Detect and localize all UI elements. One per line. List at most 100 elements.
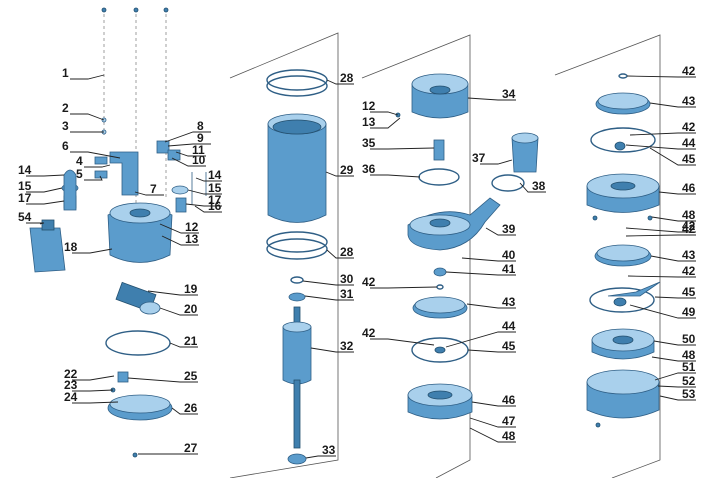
callout-number: 7 xyxy=(150,182,157,196)
callout-number: 44 xyxy=(502,319,516,333)
callout-leader xyxy=(370,147,435,150)
callout-leader xyxy=(134,191,164,196)
callout-leader xyxy=(169,342,198,348)
callout-leader xyxy=(625,144,696,150)
callout-number: 8 xyxy=(197,119,204,133)
callout-leader xyxy=(466,303,516,309)
callout-leader xyxy=(471,401,516,407)
callout-leader xyxy=(159,307,198,316)
callout-leader xyxy=(625,227,696,233)
callout-leader xyxy=(171,407,198,415)
callout-leader xyxy=(651,216,696,222)
callout-leader xyxy=(26,187,63,193)
callout-number: 42 xyxy=(682,222,696,236)
callout-number: 40 xyxy=(502,248,516,262)
callout-number: 36 xyxy=(362,162,376,176)
callout-leader xyxy=(70,151,121,159)
callout-number: 48 xyxy=(502,429,516,443)
callout-leader xyxy=(84,175,103,181)
callout-number: 18 xyxy=(64,240,78,254)
callout-leader xyxy=(325,171,354,177)
callout-number: 45 xyxy=(502,339,516,353)
callout-leader xyxy=(171,157,206,167)
callout-number: 43 xyxy=(682,248,696,262)
callout-leader xyxy=(194,205,222,213)
callout-leader xyxy=(370,338,435,346)
callout-number: 42 xyxy=(682,120,696,134)
callout-number: 15 xyxy=(18,179,32,193)
callout-leader xyxy=(659,395,696,401)
callout-leader xyxy=(445,271,516,276)
callout-number: 26 xyxy=(184,401,198,415)
callout-number: 33 xyxy=(322,443,336,457)
callout-leader xyxy=(467,97,516,101)
callout-number: 53 xyxy=(682,387,696,401)
callout-leader xyxy=(326,249,354,259)
callout-number: 4 xyxy=(76,154,83,168)
callout-number: 45 xyxy=(682,152,696,166)
callout-leader xyxy=(461,257,516,262)
callout-number: 10 xyxy=(192,153,206,167)
callout-number: 42 xyxy=(682,264,696,278)
callout-number: 41 xyxy=(502,262,516,276)
callout-number: 37 xyxy=(472,151,486,165)
callout-leader xyxy=(485,227,516,236)
callout-number: 3 xyxy=(62,119,69,133)
callout-number: 42 xyxy=(682,219,696,233)
callout-leader xyxy=(629,132,696,136)
callout-number: 14 xyxy=(208,168,222,182)
callout-number: 44 xyxy=(682,136,696,150)
volute-assembly xyxy=(395,73,539,420)
callout-leader xyxy=(326,79,354,85)
callout-leader xyxy=(167,143,211,147)
callout-number: 6 xyxy=(62,139,69,153)
callout-number: 46 xyxy=(502,393,516,407)
callout-number: 29 xyxy=(340,163,354,177)
callout-number: 28 xyxy=(340,245,354,259)
callout-leader xyxy=(467,349,516,353)
callout-leader xyxy=(302,280,354,286)
callout-leader xyxy=(84,164,111,168)
callout-leader xyxy=(626,75,696,78)
callout-number: 12 xyxy=(185,220,199,234)
callout-leader xyxy=(159,223,199,234)
callout-leader xyxy=(654,372,696,381)
callout-number: 28 xyxy=(340,71,354,85)
callout-number: 52 xyxy=(682,374,696,388)
callout-number: 48 xyxy=(682,348,696,362)
callout-leader xyxy=(370,111,399,116)
callout-number: 22 xyxy=(64,367,78,381)
callout-number: 43 xyxy=(502,295,516,309)
callout-number: 43 xyxy=(682,94,696,108)
callout-number: 38 xyxy=(532,179,546,193)
callout-leader xyxy=(625,234,696,237)
callout-leader xyxy=(310,347,354,353)
callout-leader xyxy=(653,340,696,346)
callout-leader xyxy=(26,222,45,225)
callout-leader xyxy=(658,191,696,195)
callout-number: 27 xyxy=(184,441,198,455)
callout-number: 19 xyxy=(184,282,198,296)
callout-number: 17 xyxy=(208,193,222,207)
callout-leader xyxy=(445,331,516,348)
callout-leader xyxy=(70,113,105,121)
callout-number: 17 xyxy=(18,191,32,205)
callout-leader xyxy=(164,131,211,143)
callout-number: 9 xyxy=(197,131,204,145)
callout-number: 20 xyxy=(184,302,198,316)
callout-leader xyxy=(627,275,696,278)
callout-leader xyxy=(175,151,206,157)
callout-number: 13 xyxy=(362,115,376,129)
callout-leader xyxy=(469,417,516,428)
callout-number: 48 xyxy=(682,208,696,222)
callout-leader xyxy=(649,102,696,108)
callout-leader xyxy=(72,248,113,254)
callout-leader xyxy=(629,304,696,319)
callout-number: 46 xyxy=(682,181,696,195)
callout-number: 42 xyxy=(362,326,376,340)
callout-leader xyxy=(195,177,222,182)
callout-leader xyxy=(26,174,65,177)
callout-number: 30 xyxy=(340,272,354,286)
